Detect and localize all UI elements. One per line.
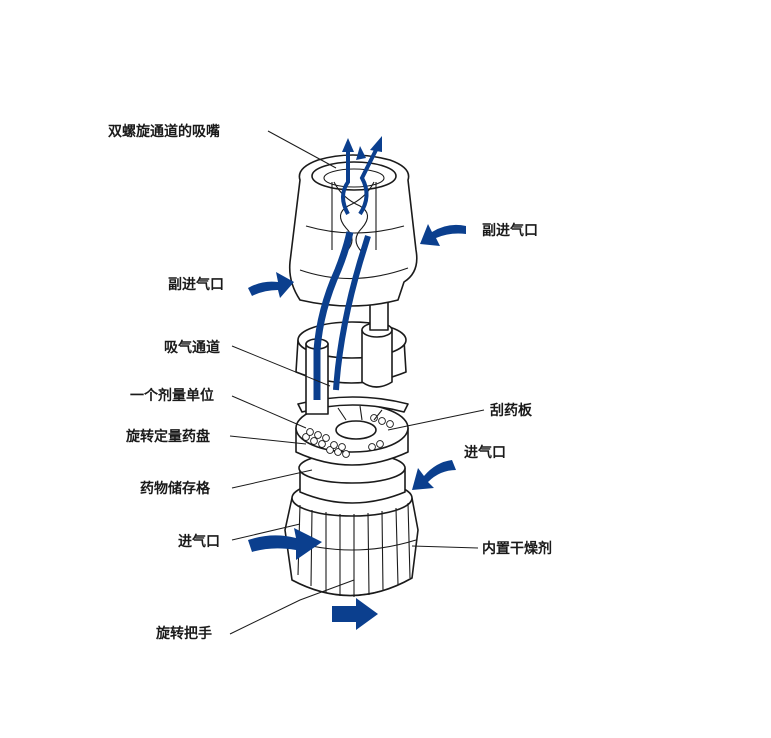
mid-chamber [295,256,407,415]
inlet-arrows [248,224,466,630]
leader-lines [229,130,485,635]
label-dose-disc: 旋转定量药盘 [125,428,210,445]
dose-disc [295,403,409,466]
labels: 双螺旋通道的吸嘴 副进气口 副进气口 吸气通道 一个剂量单位 刮药板 旋转定量药… [108,123,552,642]
label-scraper: 刮药板 [490,402,533,419]
aux-inlet-left-arrow [248,272,294,298]
inlet-left-arrow [248,528,322,560]
label-aux-inlet-left: 副进气口 [168,276,224,293]
aux-inlet-right-arrow [420,224,466,246]
label-aux-inlet-right: 副进气口 [482,222,538,239]
label-grip: 旋转把手 [155,625,212,642]
airflow-path [313,136,382,400]
label-desiccant: 内置干燥剂 [482,540,552,557]
label-inlet-right: 进气口 [464,444,506,461]
mouthpiece-housing [288,154,418,307]
grip-rotate-arrow [332,598,378,630]
label-dose-unit: 一个剂量单位 [130,387,214,404]
label-inlet-left: 进气口 [178,533,220,550]
label-mouthpiece: 双螺旋通道的吸嘴 [108,123,220,140]
inhaler-body [248,136,466,630]
label-storage: 药物储存格 [140,480,211,497]
inlet-right-arrow [412,460,456,490]
label-inhale-channel: 吸气通道 [164,339,220,356]
